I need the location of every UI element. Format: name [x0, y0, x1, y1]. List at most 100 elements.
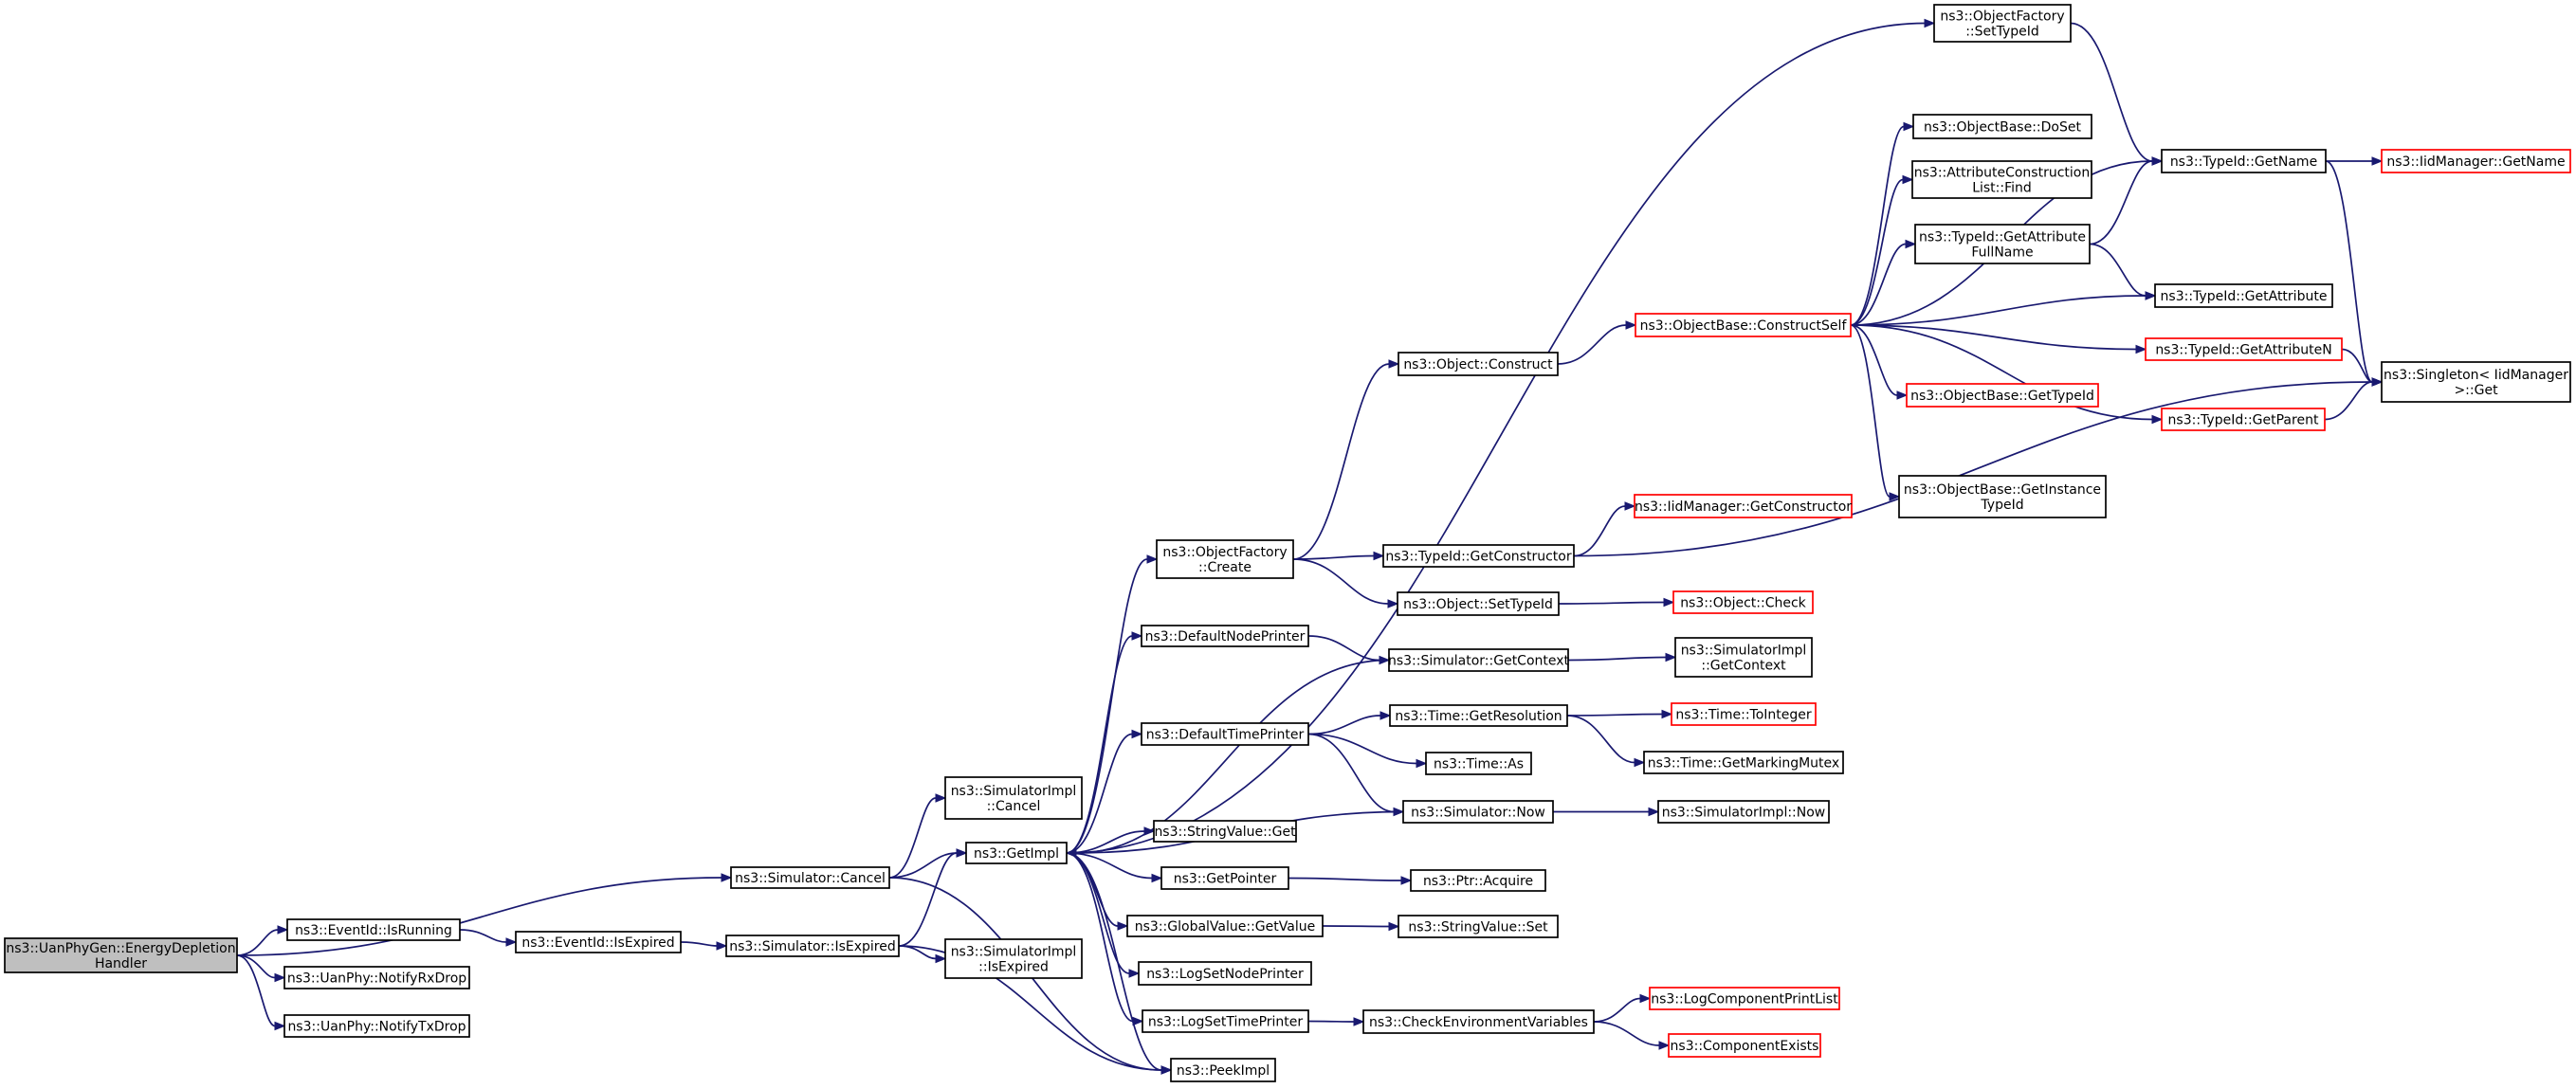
node-label: ns3::Object::Check: [1680, 596, 1806, 611]
node-label: ns3::ObjectBase::GetInstance: [1904, 482, 2101, 498]
node-event-is-expired[interactable]: ns3::EventId::IsExpired: [515, 931, 682, 953]
node-label: ns3::Object::Construct: [1403, 357, 1553, 372]
node-label: ns3::ObjectBase::ConstructSelf: [1640, 318, 1848, 334]
node-box: [2154, 283, 2333, 308]
node-sim-impl-is-expired[interactable]: ns3::SimulatorImpl::IsExpired: [944, 938, 1083, 979]
node-label: ::Create: [1198, 560, 1251, 575]
node-def-time-printer[interactable]: ns3::DefaultTimePrinter: [1141, 722, 1309, 746]
node-label: ns3::LogSetNodePrinter: [1146, 967, 1304, 982]
node-sim-now[interactable]: ns3::Simulator::Now: [1402, 800, 1554, 824]
node-time-get-marking-mutex[interactable]: ns3::Time::GetMarkingMutex: [1643, 751, 1844, 774]
node-ob-do-set[interactable]: ns3::ObjectBase::DoSet: [1912, 114, 2092, 139]
call-edge-root-to-notify-tx-drop: [236, 954, 276, 1027]
arrowhead: [1388, 359, 1400, 369]
node-box: [1906, 383, 2099, 408]
node-box: [1402, 800, 1554, 824]
node-label: ::GetContext: [1701, 659, 1786, 674]
node-sim-get-context[interactable]: ns3::Simulator::GetContext: [1388, 648, 1570, 672]
node-iid-get-name[interactable]: ns3::IidManager::GetName: [2381, 149, 2571, 173]
node-label: ns3::UanPhy::NotifyRxDrop: [287, 971, 466, 987]
node-notify-tx-drop[interactable]: ns3::UanPhy::NotifyTxDrop: [283, 1014, 470, 1038]
node-time-to-integer[interactable]: ns3::Time::ToInteger: [1671, 702, 1817, 726]
node-iid-get-constructor[interactable]: ns3::IidManager::GetConstructor: [1634, 494, 1853, 518]
call-edge-def-time-printer-to-sim-now: [1307, 733, 1395, 813]
call-edge-sim-is-expired-to-peek-impl: [898, 945, 1162, 1071]
node-log-component-print-list[interactable]: ns3::LogComponentPrintList: [1649, 987, 1840, 1010]
call-edge-root-to-event-is-running: [236, 929, 279, 956]
node-label: ns3::LogComponentPrintList: [1651, 992, 1838, 1007]
node-string-value-set[interactable]: ns3::StringValue::Set: [1398, 915, 1559, 938]
node-gv-get-value[interactable]: ns3::GlobalValue::GetValue: [1126, 915, 1324, 937]
call-edge-tid-get-attribute-n-to-singleton-get: [2341, 348, 2373, 383]
call-edge-ob-construct-self-to-ob-get-instance-type-id: [1850, 324, 1891, 498]
node-ptr-acquire[interactable]: ns3::Ptr::Acquire: [1410, 869, 1546, 892]
node-label: ns3::Ptr::Acquire: [1423, 874, 1533, 889]
node-box: [1425, 752, 1532, 775]
node-component-exists[interactable]: ns3::ComponentExists: [1668, 1033, 1821, 1058]
arrowhead: [1400, 876, 1413, 885]
node-label: ns3::StringValue::Get: [1154, 825, 1296, 840]
node-log-set-node-printer[interactable]: ns3::LogSetNodePrinter: [1138, 961, 1312, 986]
node-def-node-printer[interactable]: ns3::DefaultNodePrinter: [1141, 625, 1309, 647]
node-string-value-get[interactable]: ns3::StringValue::Get: [1153, 820, 1297, 843]
node-get-pointer[interactable]: ns3::GetPointer: [1160, 866, 1289, 890]
arrowhead: [2371, 377, 2384, 387]
node-sim-cancel[interactable]: ns3::Simulator::Cancel: [730, 866, 890, 889]
node-singleton-get[interactable]: ns3::Singleton< IidManager>::Get: [2381, 361, 2571, 403]
arrowhead: [277, 925, 289, 935]
node-notify-rx-drop[interactable]: ns3::UanPhy::NotifyRxDrop: [283, 966, 470, 989]
call-edge-get-impl-to-of-set-type-id: [1066, 22, 1926, 854]
node-event-is-running[interactable]: ns3::EventId::IsRunning: [286, 918, 461, 941]
node-time-as[interactable]: ns3::Time::As: [1425, 752, 1532, 775]
node-check-env-vars[interactable]: ns3::CheckEnvironmentVariables: [1362, 1009, 1595, 1034]
node-sim-is-expired[interactable]: ns3::Simulator::IsExpired: [725, 935, 900, 957]
node-log-set-time-printer[interactable]: ns3::LogSetTimePrinter: [1142, 1009, 1309, 1033]
call-edge-sim-get-context-to-sim-impl-get-context: [1567, 656, 1667, 662]
node-label: ns3::Simulator::IsExpired: [729, 939, 896, 954]
node-label: ns3::IidManager::GetName: [2386, 154, 2565, 170]
arrowhead: [1416, 758, 1428, 769]
call-edge-of-create-to-tid-get-constructor: [1292, 554, 1375, 560]
node-label: FullName: [1971, 245, 2033, 261]
node-box: [283, 966, 470, 989]
call-edge-def-node-printer-to-sim-get-context: [1307, 635, 1380, 662]
arrowhead: [1889, 492, 1901, 501]
node-label: ns3::Time::ToInteger: [1675, 708, 1812, 723]
node-tid-get-name[interactable]: ns3::TypeId::GetName: [2161, 149, 2327, 173]
node-box: [2381, 149, 2571, 173]
node-label: ::Cancel: [987, 799, 1041, 814]
call-edge-check-env-vars-to-component-exists: [1593, 1021, 1660, 1046]
node-time-get-resolution[interactable]: ns3::Time::GetResolution: [1389, 704, 1568, 727]
node-obj-check[interactable]: ns3::Object::Check: [1672, 590, 1814, 614]
node-ob-get-type-id[interactable]: ns3::ObjectBase::GetTypeId: [1906, 383, 2099, 408]
arrowhead: [935, 793, 947, 803]
node-label: ns3::PeekImpl: [1177, 1063, 1270, 1079]
node-of-create[interactable]: ns3::ObjectFactory::Create: [1156, 539, 1294, 579]
node-sim-impl-now[interactable]: ns3::SimulatorImpl::Now: [1657, 800, 1830, 824]
node-tid-get-constructor[interactable]: ns3::TypeId::GetConstructor: [1382, 544, 1575, 568]
node-box: [1933, 4, 2072, 43]
node-tid-get-parent[interactable]: ns3::TypeId::GetParent: [2161, 408, 2326, 431]
node-label: ns3::CheckEnvironmentVariables: [1369, 1015, 1588, 1030]
arrowhead: [1905, 239, 1917, 249]
node-tid-get-attribute-n[interactable]: ns3::TypeId::GetAttributeN: [2145, 337, 2343, 361]
node-tid-get-attribute[interactable]: ns3::TypeId::GetAttribute: [2154, 283, 2333, 308]
node-sim-impl-cancel[interactable]: ns3::SimulatorImpl::Cancel: [944, 776, 1083, 820]
node-obj-set-type-id[interactable]: ns3::Object::SetTypeId: [1397, 591, 1560, 616]
arrowhead: [1663, 597, 1675, 608]
node-get-impl[interactable]: ns3::GetImpl: [965, 842, 1068, 864]
node-obj-construct[interactable]: ns3::Object::Construct: [1398, 352, 1559, 376]
node-ob-construct-self[interactable]: ns3::ObjectBase::ConstructSelf: [1635, 313, 1852, 337]
call-edge-ob-construct-self-to-ob-do-set: [1850, 125, 1905, 326]
node-of-set-type-id[interactable]: ns3::ObjectFactory::SetTypeId: [1933, 4, 2072, 43]
node-sim-impl-get-context[interactable]: ns3::SimulatorImpl::GetContext: [1674, 637, 1813, 678]
arrowhead: [1902, 174, 1914, 185]
arrowhead: [1665, 652, 1677, 662]
node-box: [2381, 361, 2571, 403]
call-edge-tid-get-attr-full-name-to-tid-get-name: [2089, 160, 2153, 245]
node-peek-impl[interactable]: ns3::PeekImpl: [1170, 1058, 1276, 1082]
